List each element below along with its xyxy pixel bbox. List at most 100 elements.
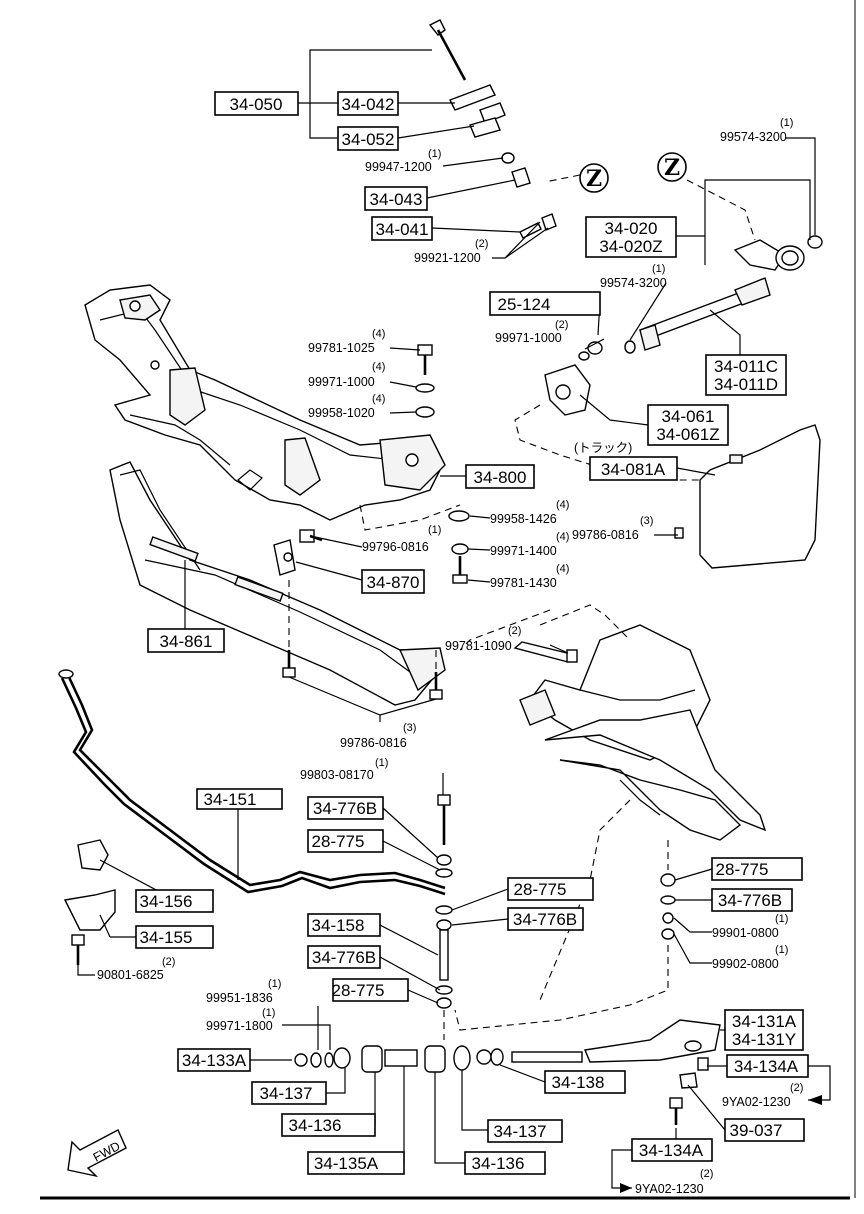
svg-text:(1): (1) [428, 148, 441, 160]
pn-99796-0816: (1) 99796-0816 [362, 524, 441, 554]
pn-99947-1200: (1) 99947-1200 [365, 148, 441, 174]
callout-34-151: 34-151 [196, 788, 283, 810]
svg-text:34-043: 34-043 [370, 190, 423, 209]
callout-34-134a-2: 34-134A [631, 1138, 713, 1162]
callout-34-135a: 34-135A [307, 1151, 405, 1175]
svg-text:(1): (1) [652, 263, 665, 275]
svg-text:34-052: 34-052 [342, 130, 395, 149]
skid-plate-drawing [109, 461, 446, 706]
svg-text:(3): (3) [640, 515, 653, 527]
svg-text:34-136: 34-136 [472, 1154, 525, 1173]
svg-text:34-020Z: 34-020Z [599, 237, 662, 256]
pn-99901-0800: (1) 99901-0800 [712, 913, 788, 940]
pn-99921-1200: (2) 99921-1200 [414, 238, 488, 265]
callout-34-776b-3: 34-776B [307, 945, 381, 969]
svg-text:28-775: 28-775 [716, 860, 769, 879]
pn-99971-1000-a: (2) 99971-1000 [495, 319, 568, 345]
pn-99786-0816-a: (3) 99786-0816 [572, 515, 653, 542]
svg-text:(2): (2) [790, 1082, 803, 1094]
svg-text:34-050: 34-050 [230, 95, 283, 114]
svg-text:34-042: 34-042 [342, 95, 395, 114]
svg-text:34-137: 34-137 [260, 1084, 313, 1103]
svg-text:(2): (2) [162, 956, 175, 968]
callout-34-136-1: 34-136 [281, 1113, 376, 1137]
svg-text:Z: Z [586, 166, 602, 192]
svg-text:99786-0816: 99786-0816 [340, 736, 407, 750]
svg-text:34-011C: 34-011C [714, 357, 778, 376]
svg-text:(1): (1) [775, 913, 788, 925]
svg-text:34-155: 34-155 [140, 928, 193, 947]
svg-text:34-136: 34-136 [289, 1116, 342, 1135]
svg-text:99902-0800: 99902-0800 [712, 957, 779, 971]
callout-28-775-1: 28-775 [307, 829, 384, 853]
callout-34-020: 34-020 34-020Z [585, 216, 677, 258]
callout-34-776b-2: 34-776B [507, 907, 584, 931]
svg-text:34-134A: 34-134A [639, 1141, 704, 1160]
callout-34-134a-1: 34-134A [726, 1054, 809, 1078]
svg-text:(2): (2) [475, 238, 488, 250]
crossmember-drawing [84, 284, 446, 521]
pn-99951-1836: (1) 99951-1836 [206, 978, 281, 1005]
callout-34-138: 34-138 [544, 1070, 626, 1094]
svg-text:(1): (1) [375, 757, 388, 769]
callout-34-011: 34-011C 34-011D [705, 354, 787, 396]
svg-text:(4): (4) [556, 531, 569, 543]
svg-text:(2): (2) [508, 625, 521, 637]
truck-note: (トラック) [574, 441, 632, 455]
svg-text:34-131Y: 34-131Y [732, 1030, 796, 1049]
callout-34-155: 34-155 [135, 925, 214, 949]
svg-text:99781-1025: 99781-1025 [308, 341, 375, 355]
callout-34-081a: 34-081A [589, 456, 678, 481]
svg-text:34-870: 34-870 [367, 573, 420, 592]
svg-text:34-134A: 34-134A [734, 1057, 799, 1076]
callout-34-043: 34-043 [364, 186, 428, 211]
arrowhead-icon [620, 1183, 632, 1193]
svg-text:(3): (3) [403, 722, 416, 734]
arrowhead-icon [808, 1095, 822, 1105]
pn-99902-0800: (1) 99902-0800 [712, 944, 788, 971]
svg-text:(1): (1) [775, 944, 788, 956]
pn-99574-3200-a: (1) 99574-3200 [720, 117, 793, 144]
zone-marker-z-right: Z [657, 152, 687, 182]
callout-28-775-4: 28-775 [711, 857, 803, 881]
callout-34-131: 34-131A 34-131Y [724, 1009, 804, 1051]
callout-34-133a: 34-133A [177, 1048, 251, 1072]
svg-text:90801-6825: 90801-6825 [97, 968, 164, 982]
callout-34-061: 34-061 34-061Z [647, 404, 729, 446]
svg-text:34-776B: 34-776B [513, 910, 577, 929]
svg-text:99951-1836: 99951-1836 [206, 991, 273, 1005]
svg-text:(1): (1) [780, 117, 793, 129]
svg-text:9YA02-1230: 9YA02-1230 [635, 1182, 704, 1196]
pn-99958-1020: (4) 99958-1020 [308, 393, 385, 420]
svg-text:28-775: 28-775 [332, 981, 385, 1000]
callout-34-156: 34-156 [135, 889, 214, 913]
svg-text:34-776B: 34-776B [312, 948, 376, 967]
callout-34-776b-1: 34-776B [307, 796, 384, 820]
svg-text:99574-3200: 99574-3200 [720, 130, 787, 144]
zone-marker-z-top: Z [579, 163, 609, 193]
svg-text:28-775: 28-775 [514, 880, 567, 899]
svg-text:34-156: 34-156 [140, 892, 193, 911]
svg-text:Z: Z [664, 155, 680, 181]
callout-34-137-1: 34-137 [251, 1081, 327, 1105]
svg-text:34-158: 34-158 [312, 916, 365, 935]
svg-text:99958-1020: 99958-1020 [308, 406, 375, 420]
svg-text:34-061: 34-061 [662, 407, 715, 426]
svg-text:34-138: 34-138 [552, 1073, 605, 1092]
callout-39-037: 39-037 [724, 1118, 805, 1142]
callout-34-050: 34-050 [214, 91, 299, 116]
callout-34-042: 34-042 [337, 91, 399, 116]
svg-text:(1): (1) [262, 1007, 275, 1019]
callout-28-775-3: 28-775 [332, 978, 409, 1002]
fwd-arrow-icon: FWD [67, 1129, 127, 1178]
pn-99781-1025: (4) 99781-1025 [308, 328, 385, 355]
svg-text:(4): (4) [372, 328, 385, 340]
svg-text:(2): (2) [700, 1168, 713, 1180]
anchor-arm-drawing [544, 364, 591, 416]
svg-text:34-081A: 34-081A [601, 460, 666, 479]
pn-99971-1400: (4) 99971-1400 [490, 531, 569, 558]
svg-text:99921-1200: 99921-1200 [414, 251, 481, 265]
torsion-bracket-drawing [733, 235, 823, 271]
svg-text:34-020: 34-020 [605, 219, 658, 238]
pn-99786-0816-b: (3) 99786-0816 [340, 722, 416, 750]
